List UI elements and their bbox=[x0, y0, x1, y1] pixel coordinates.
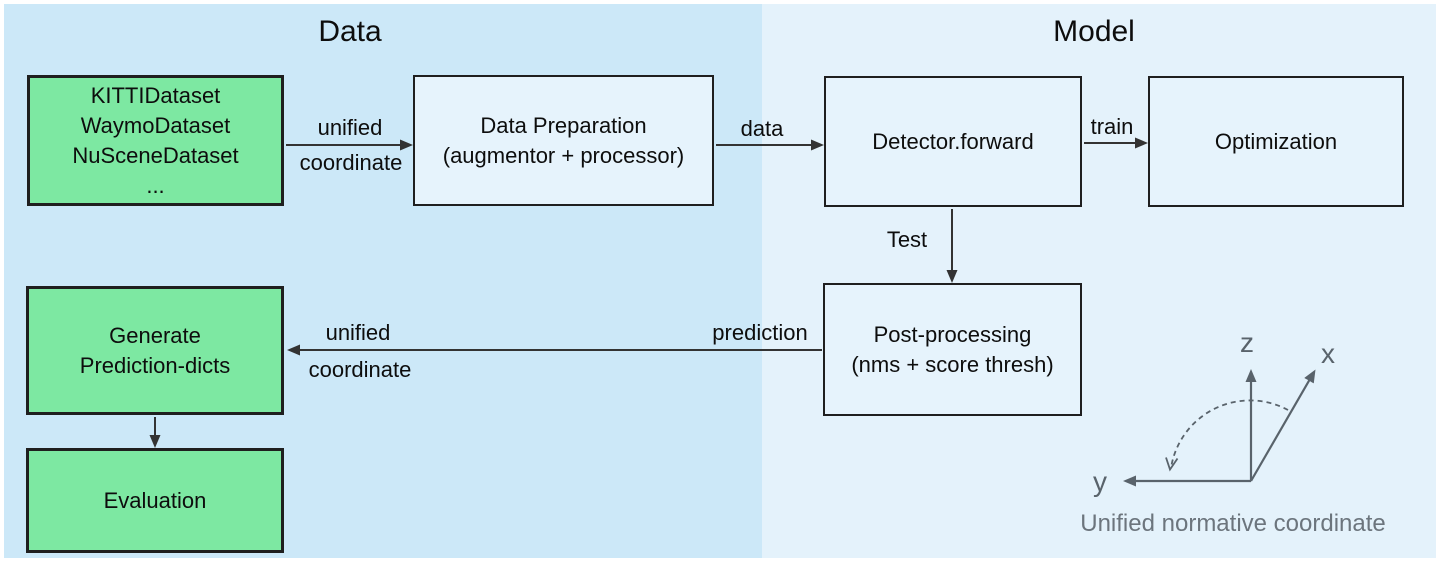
node-line: (augmentor + processor) bbox=[442, 142, 685, 168]
node-line: ... bbox=[146, 172, 165, 198]
node-line: NuSceneDataset bbox=[72, 142, 239, 168]
edge-label-train: train bbox=[1090, 114, 1134, 139]
node-line: Detector.forward bbox=[872, 128, 1034, 154]
detector-forward-node: Detector.forward bbox=[824, 76, 1082, 207]
node-line: Prediction-dicts bbox=[79, 352, 231, 378]
evaluation-node: Evaluation bbox=[26, 448, 284, 553]
data-preparation-node: Data Preparation (augmentor + processor) bbox=[413, 75, 714, 206]
axis-x-label: x bbox=[1321, 338, 1335, 369]
axis-z-label: z bbox=[1240, 327, 1254, 358]
node-line: Data Preparation bbox=[480, 112, 647, 138]
edge-label-unified-bottom: unified bbox=[325, 320, 391, 345]
model-section-title: Model bbox=[1053, 15, 1135, 48]
edge-label-unified-top: unified bbox=[317, 115, 383, 140]
data-section-title: Data bbox=[318, 15, 382, 48]
edge-label-coordinate-bottom: coordinate bbox=[308, 357, 412, 382]
node-line: (nms + score thresh) bbox=[851, 351, 1054, 377]
generate-prediction-dicts-node: Generate Prediction-dicts bbox=[26, 286, 284, 415]
axis-y-label: y bbox=[1093, 466, 1107, 497]
node-line: WaymoDataset bbox=[80, 112, 231, 138]
node-line: KITTIDataset bbox=[90, 82, 221, 108]
node-line: Evaluation bbox=[103, 487, 207, 513]
coordinate-caption: Unified normative coordinate bbox=[1080, 510, 1386, 537]
edge-label-prediction: prediction bbox=[712, 320, 808, 345]
edge-label-test: Test bbox=[886, 227, 928, 252]
edge-label-coordinate-top: coordinate bbox=[299, 150, 403, 175]
edge-label-data: data bbox=[740, 116, 784, 141]
node-line: Generate bbox=[109, 322, 201, 348]
post-processing-node: Post-processing (nms + score thresh) bbox=[823, 283, 1082, 416]
node-line: Post-processing bbox=[873, 321, 1032, 347]
optimization-node: Optimization bbox=[1148, 76, 1404, 207]
node-line: Optimization bbox=[1214, 128, 1338, 154]
datasets-node: KITTIDataset WaymoDataset NuSceneDataset… bbox=[27, 75, 284, 206]
